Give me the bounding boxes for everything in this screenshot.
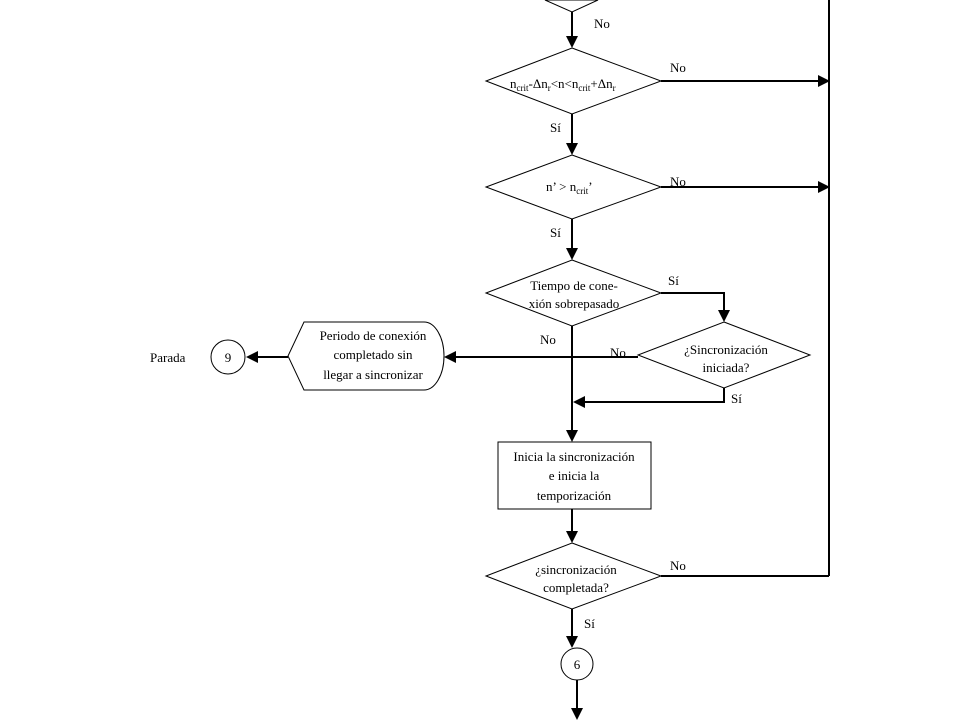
decision-time-exceeded bbox=[484, 259, 663, 327]
decision-sync-completed-line2: completada? bbox=[543, 580, 609, 595]
flow-time-yes bbox=[661, 292, 725, 310]
decision-sync-completed-line1: ¿sincronización bbox=[535, 562, 617, 577]
process-start-sync-line2: e inicia la bbox=[549, 468, 600, 483]
arrowhead bbox=[718, 310, 730, 322]
label-no: No bbox=[670, 174, 686, 189]
decision-range-text: ncrit-Δnr<n<ncrit+Δnr bbox=[510, 76, 616, 93]
arrowhead bbox=[566, 636, 578, 648]
connector-next-label: 6 bbox=[574, 657, 581, 672]
arrowhead bbox=[444, 351, 456, 363]
label-si: Sí bbox=[550, 120, 561, 135]
label-no: No bbox=[670, 558, 686, 573]
arrowhead bbox=[818, 75, 830, 87]
connector-stop-label: 9 bbox=[225, 350, 232, 365]
arrowhead bbox=[246, 351, 258, 363]
decision-top-partial bbox=[544, 0, 599, 13]
label-no: No bbox=[670, 60, 686, 75]
arrowhead bbox=[818, 181, 830, 193]
decision-time-line2: xión sobrepasado bbox=[529, 296, 620, 311]
decision-rate-text: n’ > ncrit’ bbox=[546, 179, 593, 196]
process-start-sync-line3: temporización bbox=[537, 488, 612, 503]
label-si: Sí bbox=[731, 391, 742, 406]
arrowhead bbox=[566, 531, 578, 543]
label-no: No bbox=[540, 332, 556, 347]
label-no: No bbox=[594, 16, 610, 31]
terminal-incomplete-line2: completado sin bbox=[333, 347, 413, 362]
flow-sync-started-yes bbox=[585, 388, 725, 403]
label-si: Sí bbox=[668, 273, 679, 288]
stop-label: Parada bbox=[150, 350, 186, 365]
label-si: Sí bbox=[584, 616, 595, 631]
process-start-sync bbox=[497, 441, 652, 510]
decision-time-line1: Tiempo de cone- bbox=[530, 278, 618, 293]
arrowhead bbox=[566, 36, 578, 48]
label-si: Sí bbox=[550, 225, 561, 240]
terminal-incomplete-sync bbox=[287, 321, 445, 391]
arrowhead bbox=[566, 143, 578, 155]
terminal-incomplete-line3: llegar a sincronizar bbox=[323, 367, 423, 382]
process-start-sync-line1: Inicia la sincronización bbox=[513, 449, 635, 464]
connector-stop bbox=[210, 339, 246, 375]
arrowhead bbox=[566, 430, 578, 442]
arrowhead bbox=[571, 708, 583, 720]
arrowhead bbox=[566, 248, 578, 260]
terminal-incomplete-line1: Periodo de conexión bbox=[320, 328, 427, 343]
decision-sync-started-line1: ¿Sincronización bbox=[684, 342, 768, 357]
arrowhead bbox=[573, 396, 585, 408]
decision-sync-started-line2: iniciada? bbox=[703, 360, 750, 375]
